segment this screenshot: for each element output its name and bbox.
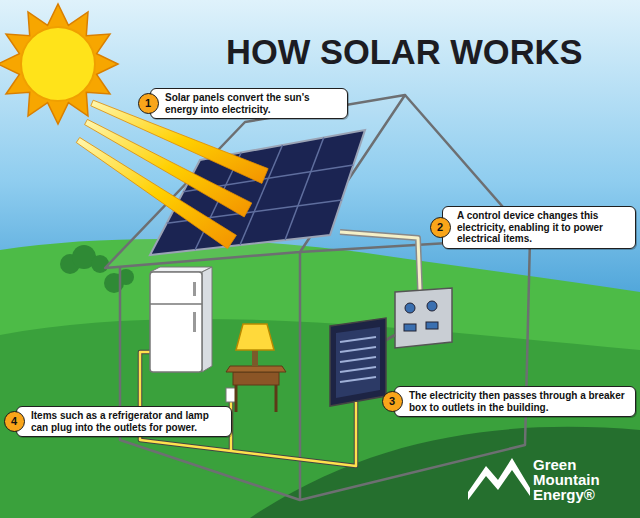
cable [386, 335, 395, 340]
ground [0, 319, 640, 518]
callout-circle: 1 [138, 93, 159, 114]
callout-number: 3 [389, 396, 395, 407]
table-leg [235, 384, 238, 412]
fridge-side [202, 267, 212, 372]
callout-box: Solar panels convert the sun's energy in… [150, 88, 348, 119]
table-body [233, 372, 279, 385]
callout-number: 1 [145, 98, 151, 109]
left-wall [120, 266, 300, 500]
breaker-row [340, 377, 376, 382]
refrigerator [150, 267, 212, 372]
breaker-box [330, 318, 386, 406]
switch [426, 322, 438, 329]
lamp-table [226, 324, 286, 412]
control-device [395, 288, 452, 348]
callout-box: Items such as a refrigerator and lamp ca… [16, 406, 232, 437]
breaker-row [340, 347, 376, 352]
fridge-handle [193, 282, 196, 296]
callout-box: The electricity then passes through a br… [394, 386, 636, 417]
hill [0, 239, 640, 518]
breaker-row [340, 357, 376, 362]
table-top [226, 366, 286, 372]
callout-text: Solar panels convert the sun's energy in… [165, 92, 340, 115]
breaker-row [340, 367, 376, 372]
right-wall [300, 238, 530, 500]
breaker-row [340, 337, 376, 342]
panel-line [285, 138, 324, 241]
dark-ground [250, 427, 640, 518]
panel-array [150, 130, 365, 255]
control-box [395, 288, 452, 348]
panel-duct [340, 232, 420, 290]
breaker-switches [340, 337, 376, 382]
bush [91, 255, 109, 273]
sun-beam [76, 138, 236, 249]
callout-circle: 4 [4, 411, 25, 432]
callout-circle: 3 [382, 391, 403, 412]
table-leg [275, 384, 278, 412]
callout-number: 4 [11, 416, 17, 427]
dial [427, 301, 437, 311]
panel-grid [167, 138, 354, 251]
lamp-shade [236, 324, 274, 350]
callout-box: A control device changes this electricit… [442, 206, 636, 249]
fridge-door-line [150, 303, 202, 305]
callout-circle: 2 [430, 217, 451, 238]
switch [404, 324, 416, 331]
dial [405, 303, 415, 313]
callout-text: A control device changes this electricit… [457, 210, 628, 245]
fridge-front [150, 272, 202, 372]
house-outline [105, 95, 530, 500]
breaker-housing [330, 318, 386, 406]
callout-text: Items such as a refrigerator and lamp ca… [31, 410, 224, 433]
sun-disc [21, 27, 95, 101]
fridge-handle [193, 312, 196, 332]
callout-text: The electricity then passes through a br… [409, 390, 628, 413]
panel-wire [340, 232, 420, 290]
breaker-panel [336, 327, 380, 398]
solar-panels [150, 130, 365, 255]
sun-beams [76, 100, 268, 249]
title: HOW SOLAR WORKS [226, 34, 582, 72]
logo-icon [468, 458, 530, 500]
logo-text: Green Mountain Energy® [533, 457, 611, 502]
callout-number: 2 [437, 222, 443, 233]
